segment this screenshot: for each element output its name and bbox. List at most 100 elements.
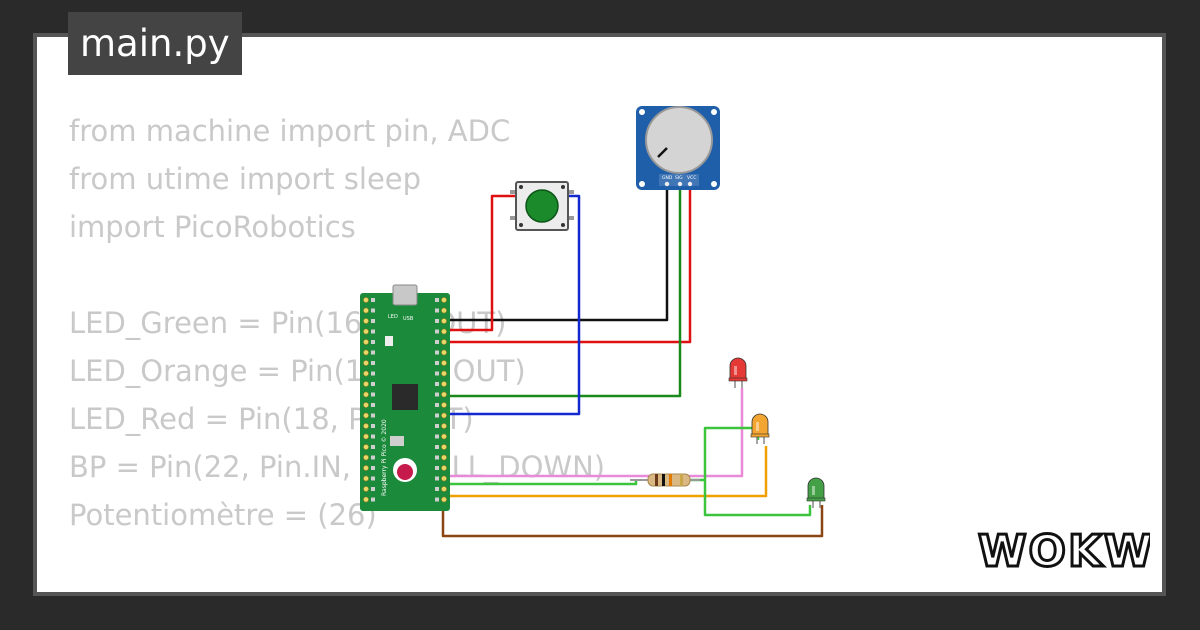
code-line: BP = Pin(22, Pin.IN, Pin.PULL_DOWN) xyxy=(69,450,606,484)
wire-red-vcc[interactable] xyxy=(440,184,692,344)
pico-pad xyxy=(371,340,375,344)
pot-pin-label: SIG xyxy=(675,175,683,181)
wire-red-button[interactable] xyxy=(440,194,518,332)
pico-pin[interactable] xyxy=(363,475,369,482)
pico-pad xyxy=(435,329,439,334)
pico-pin[interactable] xyxy=(363,423,369,429)
wire-orange[interactable] xyxy=(440,446,768,498)
pico-pin[interactable] xyxy=(441,339,447,345)
pico-pin[interactable] xyxy=(363,412,369,419)
pico-pin[interactable] xyxy=(363,486,369,492)
wokwi-logo: WOKWi xyxy=(977,525,1151,579)
pico-pad xyxy=(371,371,375,376)
pico-pin[interactable] xyxy=(363,370,369,377)
pico-pad xyxy=(435,487,439,491)
orange-led[interactable] xyxy=(750,413,770,444)
pico-pin[interactable] xyxy=(363,339,369,345)
pico-pin[interactable] xyxy=(441,370,447,377)
potentiometer-knob[interactable] xyxy=(645,106,713,174)
pico-pad xyxy=(371,298,375,302)
pico-pin[interactable] xyxy=(441,444,447,450)
pico-pad xyxy=(435,403,439,407)
pico-pad xyxy=(371,403,375,407)
pico-pin[interactable] xyxy=(441,360,447,366)
pico-pin[interactable] xyxy=(441,297,447,303)
pico-pin[interactable] xyxy=(441,454,447,461)
pico-pin[interactable] xyxy=(363,433,369,440)
pico-pin[interactable] xyxy=(441,318,447,324)
pico-pad xyxy=(435,319,439,323)
pico-pad xyxy=(435,350,439,355)
pico-pin[interactable] xyxy=(441,433,447,440)
pico-pin[interactable] xyxy=(363,454,369,461)
wire-lightgreen-green-led[interactable] xyxy=(703,480,812,517)
pico-pad xyxy=(435,361,439,365)
pico-pin[interactable] xyxy=(363,307,369,314)
pico-pad xyxy=(371,308,375,313)
code-line: from machine import pin, ADC xyxy=(69,114,511,148)
pico-pad xyxy=(371,455,375,460)
wire-brown[interactable] xyxy=(441,505,824,538)
raspberry-pi-pico[interactable]: USB LED Raspberry Pi Pico © 2020 xyxy=(360,284,450,511)
pico-pin[interactable] xyxy=(441,412,447,419)
usb-label: USB xyxy=(403,316,414,322)
potentiometer[interactable]: GND SIG VCC xyxy=(636,106,720,190)
pico-pin[interactable] xyxy=(441,349,447,356)
green-led[interactable] xyxy=(806,477,826,508)
pico-pad xyxy=(371,350,375,355)
push-button[interactable] xyxy=(510,181,574,231)
pico-pad xyxy=(435,455,439,460)
pico-pin[interactable] xyxy=(363,402,369,408)
pico-pin[interactable] xyxy=(441,391,447,398)
wire-lightgreen-orange-led[interactable] xyxy=(440,480,638,486)
code-line: Potentiomètre = (26) xyxy=(69,498,377,532)
pico-pin[interactable] xyxy=(363,328,369,335)
wire-green-sig[interactable] xyxy=(440,184,682,398)
pico-pin[interactable] xyxy=(441,307,447,314)
led-label: LED xyxy=(388,314,398,320)
pico-pin[interactable] xyxy=(363,349,369,356)
rp2040-chip xyxy=(392,384,418,410)
pico-pad xyxy=(371,392,375,397)
wire-pink[interactable] xyxy=(440,388,744,478)
pico-pin[interactable] xyxy=(363,444,369,450)
wire-blue-button[interactable] xyxy=(440,194,581,416)
pico-pad xyxy=(371,445,375,449)
pico-pad xyxy=(435,298,439,302)
pot-pin-label: GND xyxy=(662,175,673,181)
wire-black[interactable] xyxy=(440,184,669,322)
pico-pad xyxy=(435,424,439,428)
file-tab-main-py[interactable]: main.py xyxy=(68,12,242,75)
pico-pin[interactable] xyxy=(441,423,447,429)
onboard-led-icon xyxy=(385,336,393,346)
pico-pin[interactable] xyxy=(363,391,369,398)
pico-pad xyxy=(371,382,375,386)
pico-pin[interactable] xyxy=(363,318,369,324)
pico-pin[interactable] xyxy=(363,297,369,303)
wire-lightgreen-resistor[interactable] xyxy=(690,426,760,482)
pico-pin[interactable] xyxy=(441,486,447,492)
red-led[interactable] xyxy=(728,357,748,388)
pico-pin[interactable] xyxy=(441,328,447,335)
pico-pad xyxy=(435,308,439,313)
board-side-text: Raspberry Pi Pico © 2020 xyxy=(381,419,388,496)
pico-pin[interactable] xyxy=(441,381,447,387)
pico-pin[interactable] xyxy=(363,465,369,471)
knob-indicator-icon xyxy=(657,147,668,158)
bootsel-button[interactable] xyxy=(390,436,404,446)
pico-pin[interactable] xyxy=(441,475,447,482)
pico-pin[interactable] xyxy=(363,496,369,503)
pico-pad xyxy=(435,392,439,397)
pico-pin[interactable] xyxy=(441,402,447,408)
pico-pad xyxy=(371,487,375,491)
pico-pin[interactable] xyxy=(441,496,447,503)
pico-pad xyxy=(435,476,439,481)
resistor[interactable] xyxy=(630,473,700,487)
code-line: import PicoRobotics xyxy=(69,210,356,244)
pico-pin[interactable] xyxy=(441,465,447,471)
pico-pin[interactable] xyxy=(363,381,369,387)
pico-pin[interactable] xyxy=(363,360,369,366)
